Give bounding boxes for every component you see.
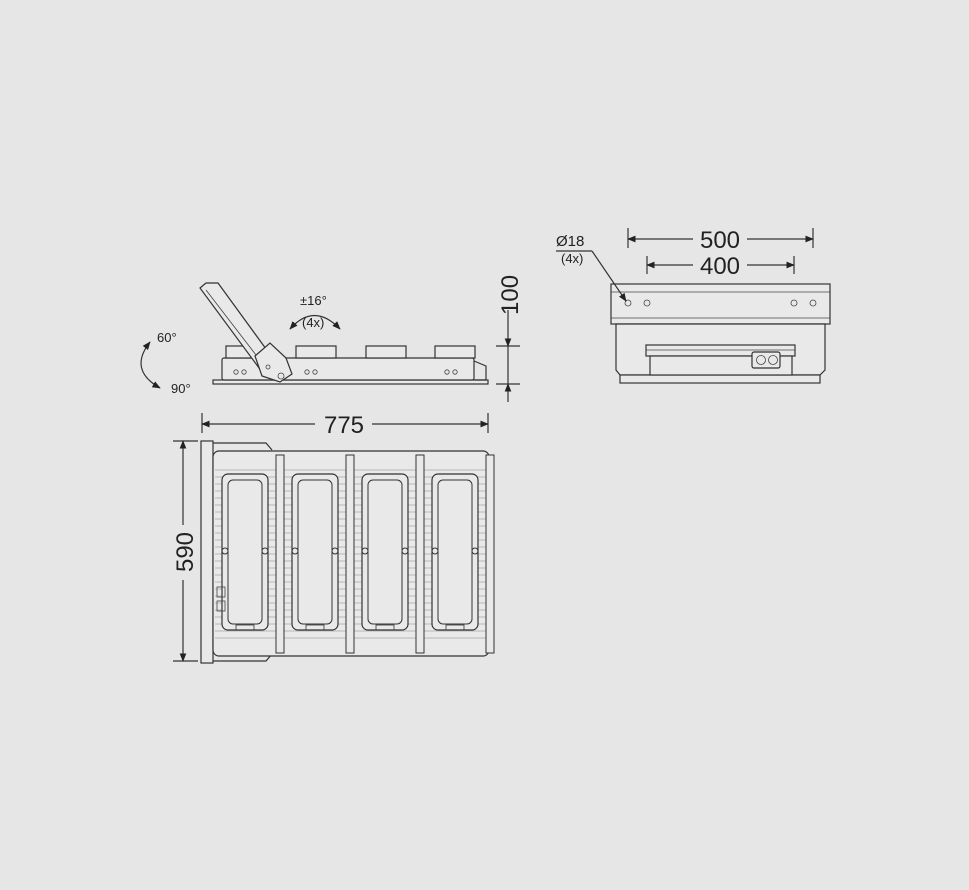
led-module-part bbox=[261, 547, 269, 555]
led-module bbox=[291, 454, 355, 654]
led-module bbox=[431, 454, 495, 654]
end-view: Ø18 (4x) 500 400 bbox=[556, 227, 831, 384]
side-view: ±16° (4x) 60° 90° 100 775 bbox=[140, 275, 524, 439]
led-module-part bbox=[375, 624, 395, 631]
led-module-part bbox=[361, 547, 369, 555]
led-module bbox=[361, 454, 425, 654]
led-module-part bbox=[291, 547, 299, 555]
hole-diameter-label: Ø18 bbox=[556, 233, 584, 250]
led-module-part bbox=[235, 624, 255, 631]
led-module-part bbox=[275, 454, 285, 654]
rotate-down-label: 90° bbox=[171, 381, 191, 396]
led-module-part bbox=[415, 454, 425, 654]
led-module-part bbox=[401, 547, 409, 555]
led-module-part bbox=[485, 454, 495, 654]
width-dimension: 590 bbox=[172, 532, 199, 572]
tilt-count-label: (4x) bbox=[302, 315, 324, 330]
led-module-part bbox=[331, 547, 339, 555]
rotate-up-label: 60° bbox=[157, 330, 177, 345]
led-module-part bbox=[471, 547, 479, 555]
led-module-part bbox=[291, 473, 339, 631]
led-module-part bbox=[431, 547, 439, 555]
tilt-angle-label: ±16° bbox=[300, 293, 327, 308]
led-module-part bbox=[221, 547, 229, 555]
led-module bbox=[221, 454, 285, 654]
led-module-part bbox=[221, 473, 269, 631]
led-module-part bbox=[445, 624, 465, 631]
inner-span-dimension: 400 bbox=[700, 253, 740, 280]
hole-count-label: (4x) bbox=[561, 251, 583, 266]
top-view: 590 bbox=[172, 440, 495, 664]
height-dimension: 100 bbox=[497, 275, 524, 315]
length-dimension: 775 bbox=[324, 412, 364, 439]
led-module-part bbox=[431, 473, 479, 631]
led-module-part bbox=[345, 454, 355, 654]
outer-span-dimension: 500 bbox=[700, 227, 740, 254]
led-module-part bbox=[361, 473, 409, 631]
led-module-part bbox=[305, 624, 325, 631]
